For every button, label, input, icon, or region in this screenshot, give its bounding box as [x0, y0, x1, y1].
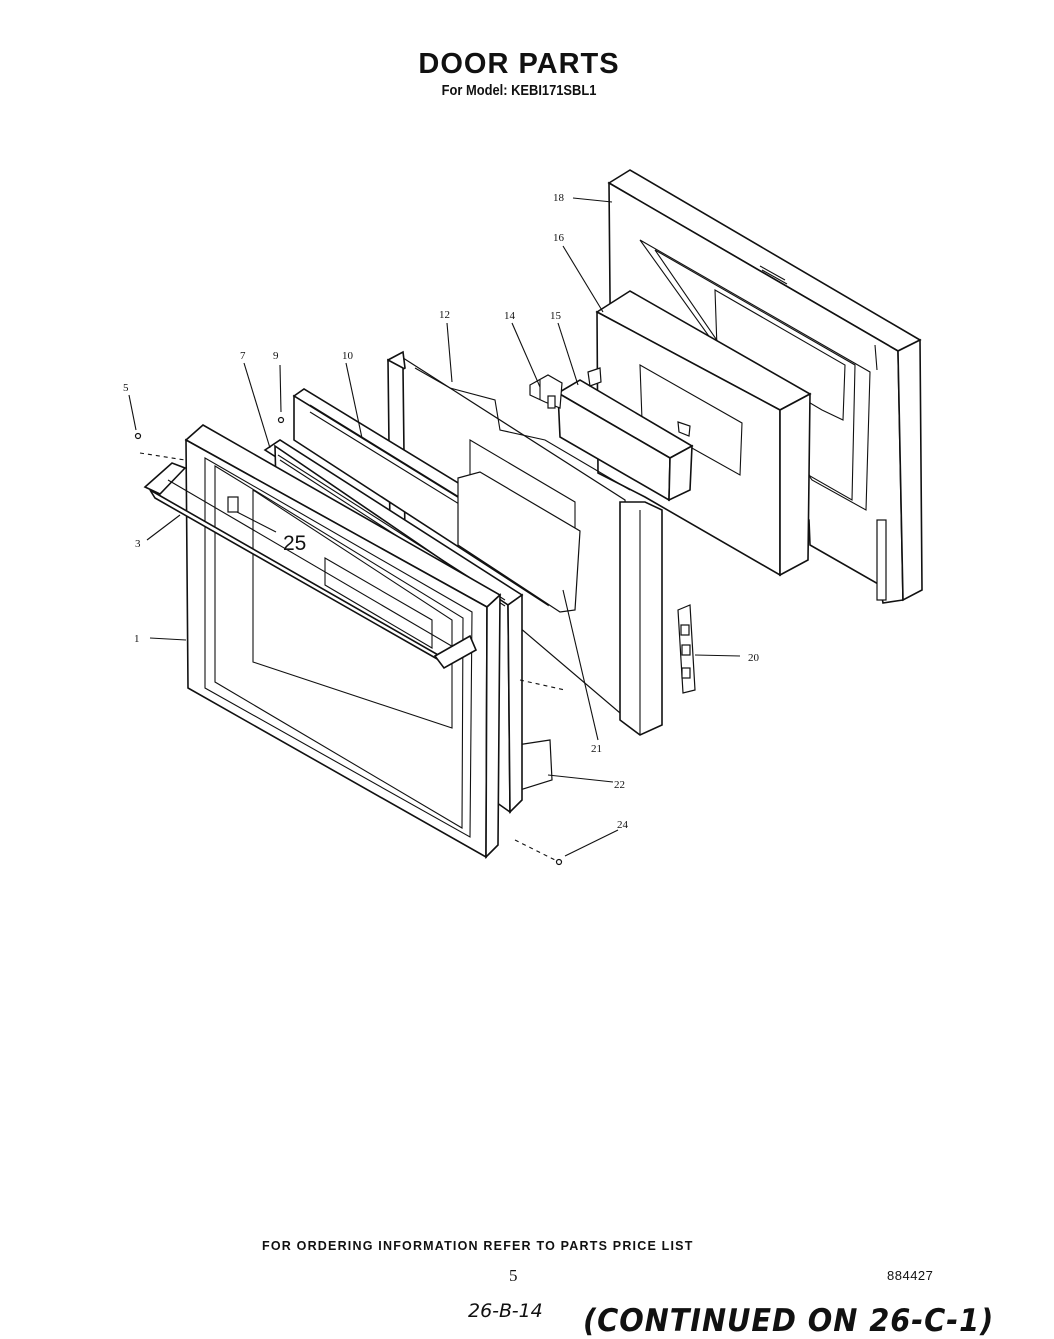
fasteners	[134, 416, 566, 866]
part-14-latch-clip	[529, 374, 563, 409]
label-18: 18	[553, 192, 565, 204]
label-16: 16	[553, 232, 565, 244]
document-number: 884427	[887, 1268, 934, 1283]
label-15: 15	[550, 310, 562, 322]
page-title: DOOR PARTS	[418, 48, 620, 80]
label-22: 22	[614, 779, 625, 791]
label-12: 12	[439, 309, 450, 321]
label-20: 20	[748, 652, 760, 664]
continued-note: (CONTINUED ON 26-C-1)	[583, 1303, 995, 1339]
label-7: 7	[240, 350, 246, 362]
handwritten-reference: 26-B-14	[468, 1300, 543, 1322]
leader-lines	[128, 197, 741, 857]
callout-labels: 18 16 12 14 15 7 9 10 5 3 25 1 20 21 22 …	[123, 192, 760, 831]
part-3-handle-bar	[143, 462, 478, 670]
label-24: 24	[617, 819, 629, 831]
model-subtitle: For Model: KEBI171SBL1	[441, 82, 597, 99]
label-14: 14	[504, 310, 516, 322]
part-15-bracket-box	[556, 367, 694, 502]
label-9: 9	[273, 350, 279, 362]
part-1-outer-door-face	[184, 424, 502, 859]
label-21: 21	[591, 743, 602, 755]
label-10: 10	[342, 350, 354, 362]
label-3: 3	[135, 538, 141, 550]
part-20-hinge-bracket	[677, 604, 696, 694]
page-number: 5	[509, 1266, 518, 1285]
label-25: 25	[283, 532, 306, 555]
label-5: 5	[123, 382, 129, 394]
ordering-note: FOR ORDERING INFORMATION REFER TO PARTS …	[262, 1239, 694, 1253]
label-1: 1	[134, 633, 140, 645]
